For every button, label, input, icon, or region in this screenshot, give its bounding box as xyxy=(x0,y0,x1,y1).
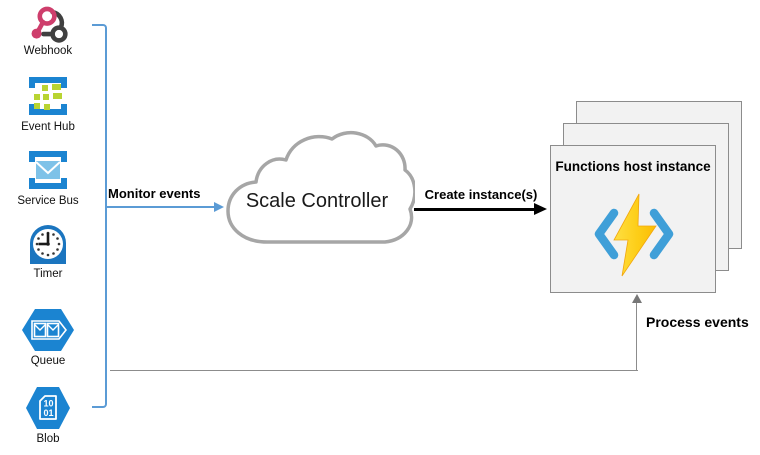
source-label-timer: Timer xyxy=(33,268,63,280)
process-events-arrowhead-icon xyxy=(632,294,642,303)
source-blob: 10 01 Blob xyxy=(10,385,86,445)
source-webhook: Webhook xyxy=(10,5,86,57)
monitor-events-label: Monitor events xyxy=(108,186,201,201)
source-label-queue: Queue xyxy=(30,355,66,367)
azure-functions-logo-icon xyxy=(594,193,674,277)
functions-host-instance-label: Functions host instance xyxy=(555,159,711,174)
source-event-hub: Event Hub xyxy=(10,73,86,133)
source-timer: Timer xyxy=(10,220,86,280)
host-instance-box-front: Functions host instance xyxy=(550,145,716,293)
source-queue: Queue xyxy=(10,307,86,367)
scale-controller-cloud xyxy=(226,130,415,244)
create-instances-arrow-line xyxy=(414,208,535,211)
create-instances-arrowhead-icon xyxy=(534,203,547,215)
source-label-service-bus: Service Bus xyxy=(17,195,79,207)
process-events-label: Process events xyxy=(646,314,749,330)
event-hub-icon xyxy=(29,77,67,115)
process-events-line-vertical xyxy=(636,301,637,371)
service-bus-icon xyxy=(29,151,67,189)
source-service-bus: Service Bus xyxy=(10,147,86,207)
webhook-icon xyxy=(31,6,68,43)
sources-bracket xyxy=(92,24,107,408)
source-label-event-hub: Event Hub xyxy=(21,121,75,133)
source-label-blob: Blob xyxy=(36,433,60,445)
blob-doc-text-line1: 10 xyxy=(43,399,53,409)
blob-icon: 10 01 xyxy=(26,387,70,429)
blob-doc-text-line2: 01 xyxy=(43,408,53,418)
scale-controller-label: Scale Controller xyxy=(245,190,389,212)
create-instances-label: Create instance(s) xyxy=(424,187,538,202)
queue-icon xyxy=(22,309,74,351)
timer-icon xyxy=(30,225,66,264)
monitor-events-arrowhead-icon xyxy=(214,202,224,212)
process-events-line-horizontal xyxy=(110,370,638,371)
monitor-events-arrow-line xyxy=(105,206,215,208)
source-label-webhook: Webhook xyxy=(23,45,73,57)
